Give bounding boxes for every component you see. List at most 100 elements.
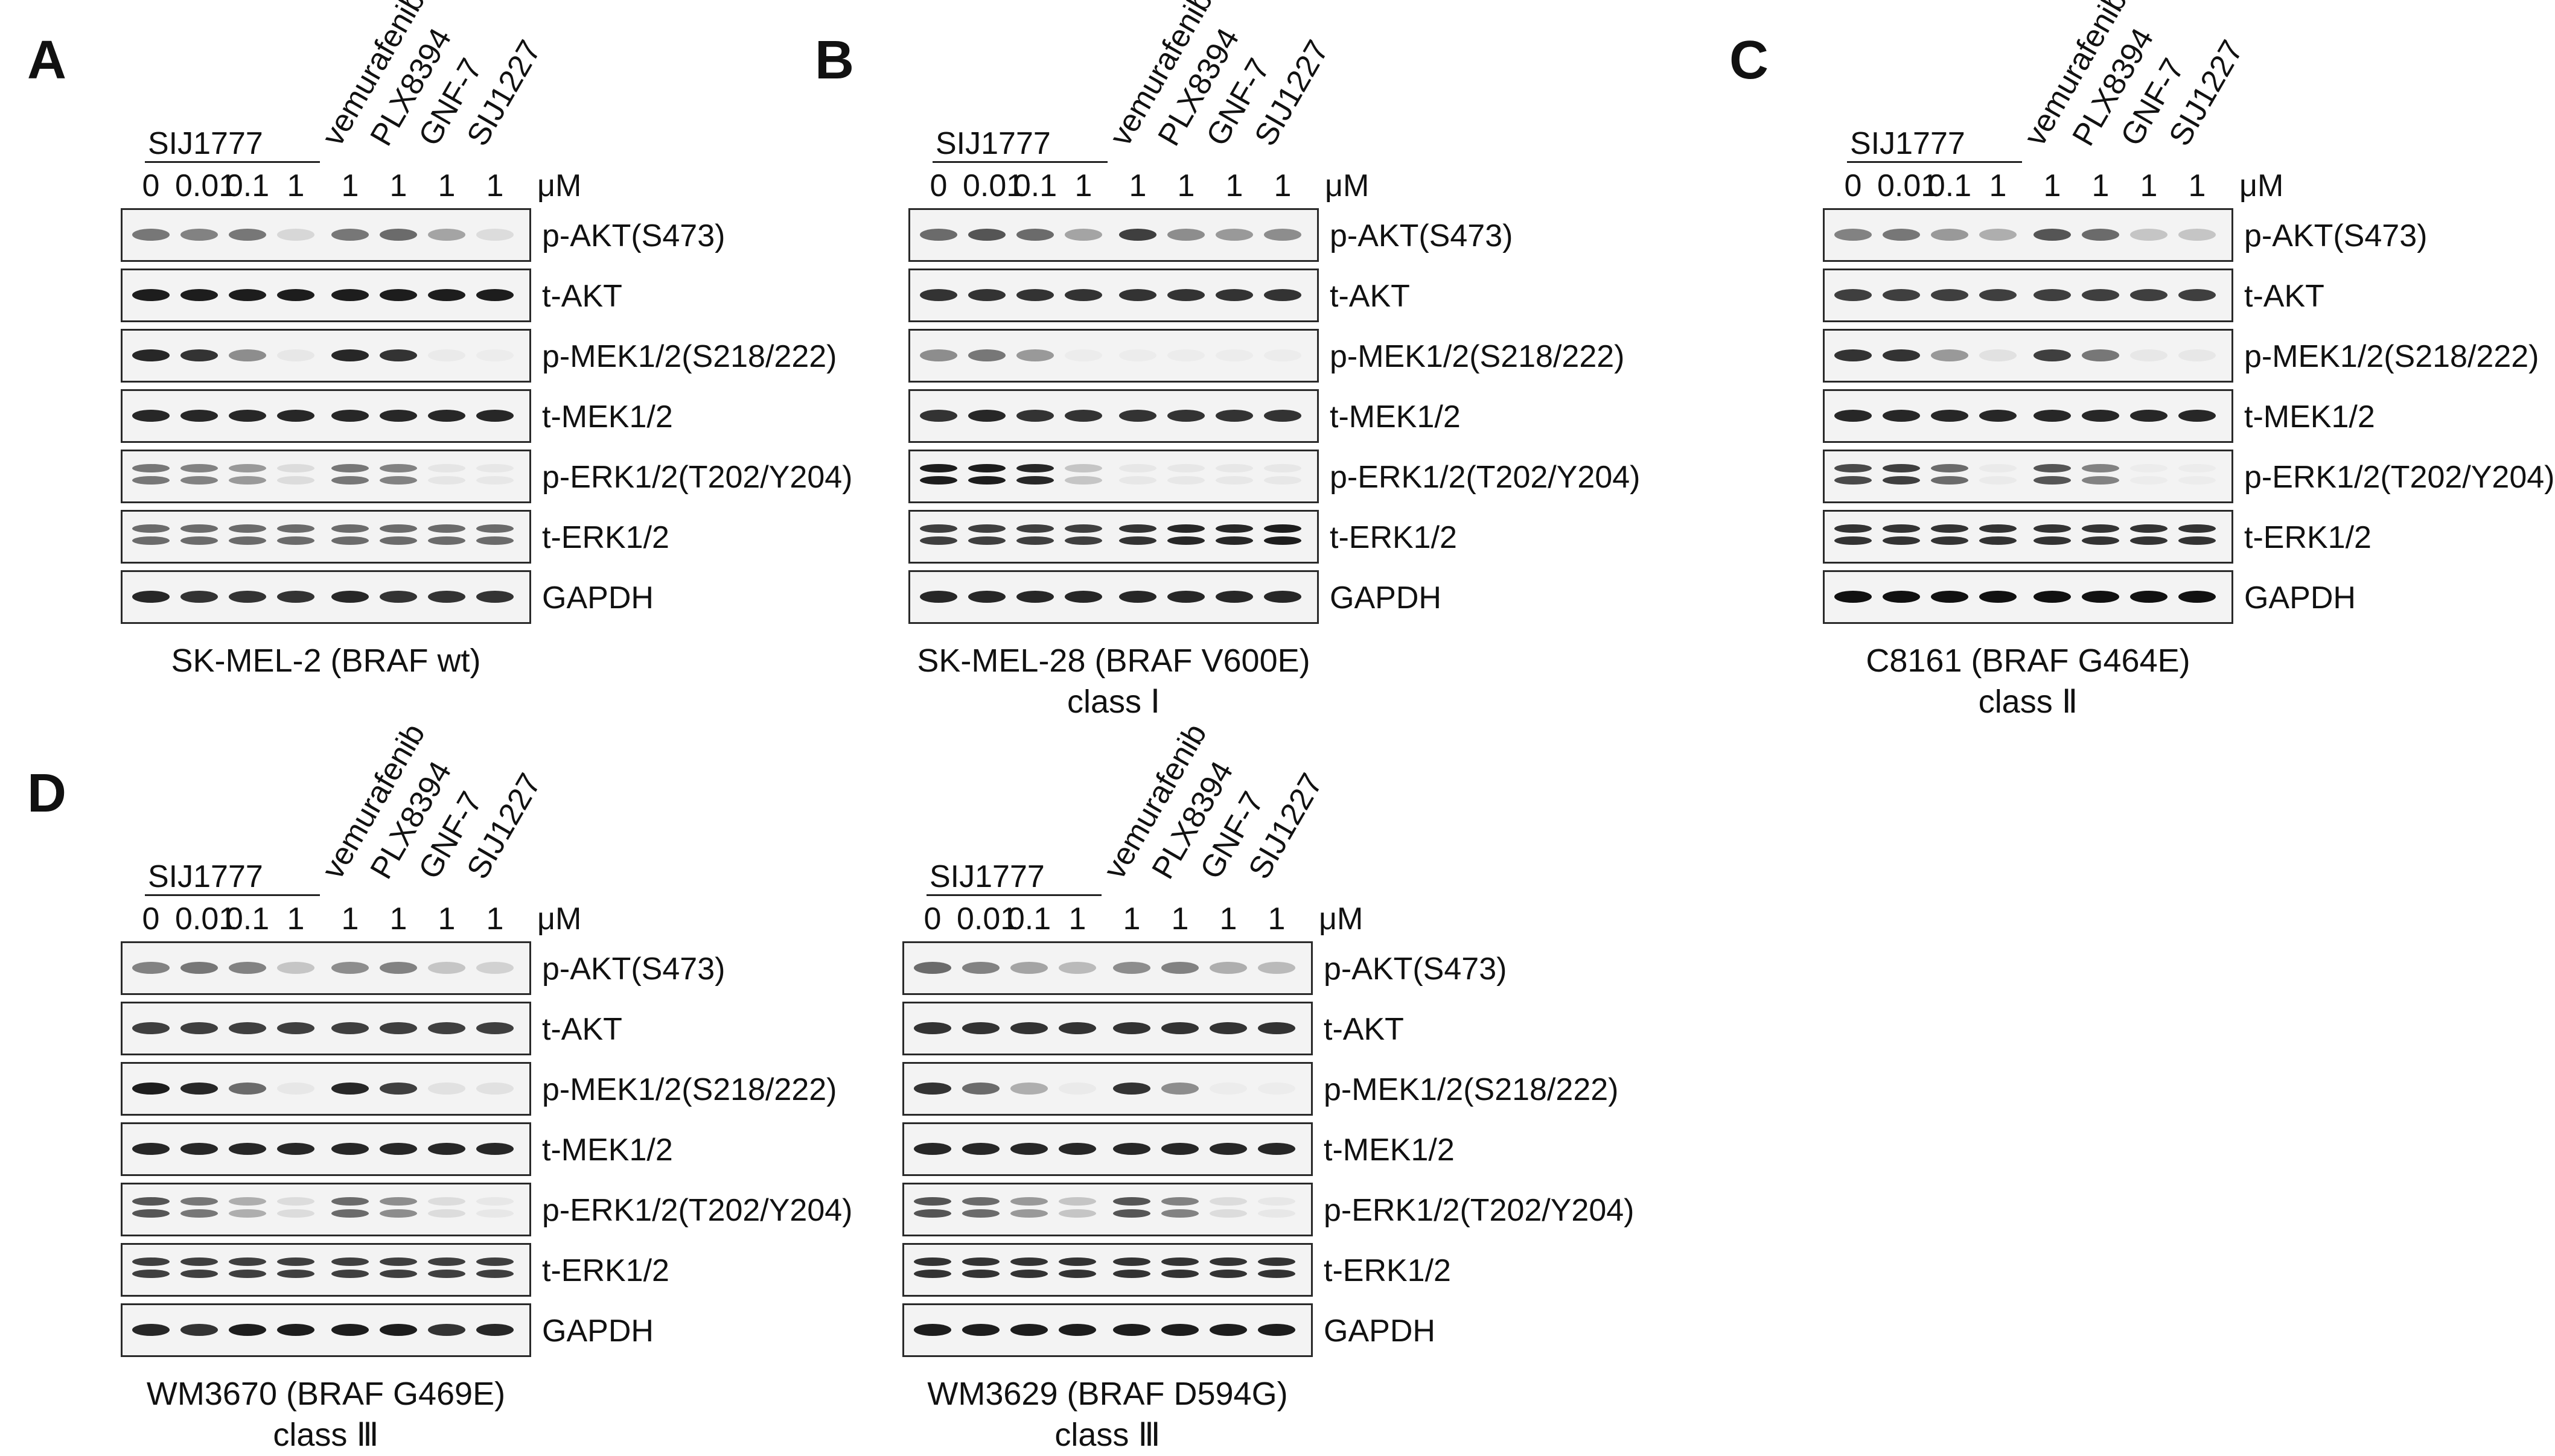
treatment-group-bracket xyxy=(933,161,1108,163)
antibody-label: t-AKT xyxy=(1330,279,1410,314)
concentration-label: 1 xyxy=(2140,168,2158,203)
protein-band xyxy=(428,1270,465,1278)
concentration-label: 0.1 xyxy=(1927,168,1972,203)
protein-band xyxy=(1161,1257,1199,1266)
protein-band xyxy=(1010,1082,1048,1095)
protein-band xyxy=(2178,410,2216,422)
protein-band xyxy=(1065,476,1102,485)
protein-band xyxy=(229,591,266,603)
protein-band xyxy=(1931,410,1968,422)
protein-band xyxy=(2033,410,2071,422)
protein-band xyxy=(277,289,314,301)
protein-band xyxy=(920,476,957,485)
protein-band xyxy=(229,476,266,485)
antibody-label: GAPDH xyxy=(1324,1314,1435,1349)
protein-band xyxy=(180,349,218,361)
protein-band xyxy=(476,229,514,241)
protein-band xyxy=(132,591,170,603)
protein-band xyxy=(476,464,514,472)
protein-band xyxy=(476,524,514,533)
protein-band xyxy=(1059,1270,1096,1278)
protein-band xyxy=(2033,289,2071,301)
blot-strip xyxy=(121,941,531,995)
protein-band xyxy=(1119,410,1156,422)
blot-strip xyxy=(121,389,531,443)
protein-band xyxy=(914,1209,951,1218)
protein-band xyxy=(1216,289,1253,301)
concentration-label: 1 xyxy=(341,901,359,936)
protein-band xyxy=(1010,1270,1048,1278)
concentration-label: 1 xyxy=(1219,901,1237,936)
protein-band xyxy=(476,1257,514,1266)
protein-band xyxy=(380,1022,417,1034)
concentration-label: 1 xyxy=(2091,168,2110,203)
protein-band xyxy=(1161,1143,1199,1155)
antibody-label: t-MEK1/2 xyxy=(542,399,673,434)
protein-band xyxy=(1258,962,1295,974)
protein-band xyxy=(962,1270,1000,1278)
protein-band xyxy=(132,349,170,361)
protein-band xyxy=(1016,536,1054,545)
antibody-label: t-MEK1/2 xyxy=(2244,399,2375,434)
protein-band xyxy=(962,1257,1000,1266)
protein-band xyxy=(277,1143,314,1155)
blot-strip xyxy=(121,450,531,503)
protein-band xyxy=(920,524,957,533)
blot-strip xyxy=(121,269,531,322)
protein-band xyxy=(331,1082,369,1095)
protein-band xyxy=(132,1143,170,1155)
protein-band xyxy=(962,1082,1000,1095)
protein-band xyxy=(428,1197,465,1206)
protein-band xyxy=(277,1022,314,1034)
protein-band xyxy=(331,349,369,361)
antibody-label: p-AKT(S473) xyxy=(1324,952,1507,987)
protein-band xyxy=(1931,229,1968,241)
blot-strip xyxy=(121,1303,531,1357)
antibody-label: p-MEK1/2(S218/222) xyxy=(542,1072,837,1107)
protein-band xyxy=(1216,524,1253,533)
concentration-label: 1 xyxy=(438,901,456,936)
protein-band xyxy=(331,1197,369,1206)
protein-band xyxy=(1210,1270,1247,1278)
protein-band xyxy=(2178,524,2216,533)
treatment-group-bracket xyxy=(1847,161,2022,163)
protein-band xyxy=(1210,1022,1247,1034)
blot-strip xyxy=(902,1303,1313,1357)
blot-strip xyxy=(902,1002,1313,1055)
protein-band xyxy=(428,410,465,422)
antibody-label: p-MEK1/2(S218/222) xyxy=(1324,1072,1619,1107)
protein-band xyxy=(962,1197,1000,1206)
blot-strip xyxy=(1823,389,2233,443)
blot-strip xyxy=(902,1062,1313,1116)
protein-band xyxy=(1059,1257,1096,1266)
protein-band xyxy=(2178,591,2216,603)
protein-band xyxy=(962,1143,1000,1155)
cell-line-caption: C8161 (BRAF G464E) xyxy=(1866,643,2190,679)
antibody-label: GAPDH xyxy=(542,1314,654,1349)
protein-band xyxy=(180,1209,218,1218)
unit-label: μM xyxy=(537,901,582,936)
protein-band xyxy=(1059,1324,1096,1336)
treatment-group-bracket xyxy=(145,894,320,896)
blot-strip xyxy=(121,329,531,383)
protein-band xyxy=(1161,962,1199,974)
protein-band xyxy=(1167,464,1205,472)
concentration-label: 0 xyxy=(1844,168,1862,203)
protein-band xyxy=(1834,289,1872,301)
protein-band xyxy=(180,410,218,422)
protein-band xyxy=(1264,410,1301,422)
protein-band xyxy=(1065,464,1102,472)
protein-band xyxy=(1979,464,2017,472)
protein-band xyxy=(1010,1257,1048,1266)
blot-strip xyxy=(908,450,1319,503)
protein-band xyxy=(1264,476,1301,485)
protein-band xyxy=(1210,1324,1247,1336)
protein-band xyxy=(1834,349,1872,361)
protein-band xyxy=(1016,591,1054,603)
protein-band xyxy=(968,524,1006,533)
concentration-label: 1 xyxy=(389,168,407,203)
protein-band xyxy=(277,1270,314,1278)
concentration-label: 1 xyxy=(341,168,359,203)
protein-band xyxy=(1883,591,1920,603)
protein-band xyxy=(132,536,170,545)
